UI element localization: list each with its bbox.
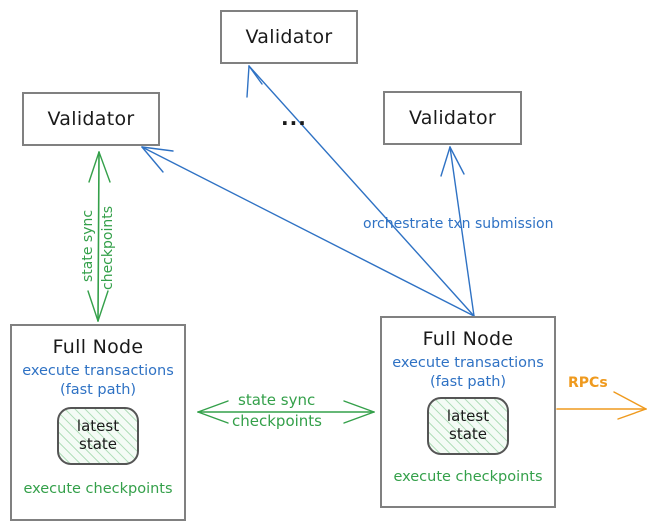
- full-node-right-state-line2: state: [449, 425, 487, 444]
- full-node-left-exec-line1: execute transactions: [22, 363, 174, 379]
- validator-left-box[interactable]: Validator: [22, 92, 160, 146]
- vertical-state-sync-label-line2: checkpoints: [100, 206, 116, 290]
- full-node-left-state-line1: latest: [76, 417, 120, 436]
- full-node-left-title: Full Node: [52, 336, 144, 358]
- orchestrate-txn-submission-label: orchestrate txn submission: [363, 216, 554, 232]
- vertical-state-sync-label-line1: state sync: [80, 209, 96, 282]
- horizontal-state-sync-label-line1: state sync: [238, 391, 316, 409]
- full-node-right-title: Full Node: [422, 328, 514, 350]
- full-node-right-exec-line2: (fast path): [429, 373, 507, 390]
- full-node-right-latest-state-box[interactable]: latest state: [427, 397, 509, 456]
- full-node-right-state-line1: latest: [446, 407, 490, 426]
- rpcs-label: RPCs: [568, 375, 608, 391]
- validators-ellipsis: ...: [281, 106, 307, 130]
- edge-fullnode-right-to-clients: [556, 391, 647, 420]
- full-node-right-exec-line1: execute transactions: [392, 355, 544, 371]
- horizontal-state-sync-label-line2: checkpoints: [232, 412, 322, 430]
- full-node-left-checkpoints-label: execute checkpoints: [23, 481, 173, 498]
- validator-top-label: Validator: [245, 26, 333, 48]
- full-node-left-state-line2: state: [79, 435, 117, 454]
- validator-right-box[interactable]: Validator: [383, 91, 522, 145]
- validator-left-label: Validator: [47, 108, 135, 130]
- full-node-right-box[interactable]: Full Node execute transactions (fast pat…: [380, 316, 556, 508]
- full-node-left-exec-line2: (fast path): [59, 381, 137, 398]
- validator-right-label: Validator: [408, 107, 496, 129]
- full-node-right-checkpoints-label: execute checkpoints: [393, 469, 543, 486]
- full-node-left-box[interactable]: Full Node execute transactions (fast pat…: [10, 324, 186, 521]
- full-node-left-latest-state-box[interactable]: latest state: [57, 407, 139, 466]
- validator-top-box[interactable]: Validator: [220, 10, 358, 64]
